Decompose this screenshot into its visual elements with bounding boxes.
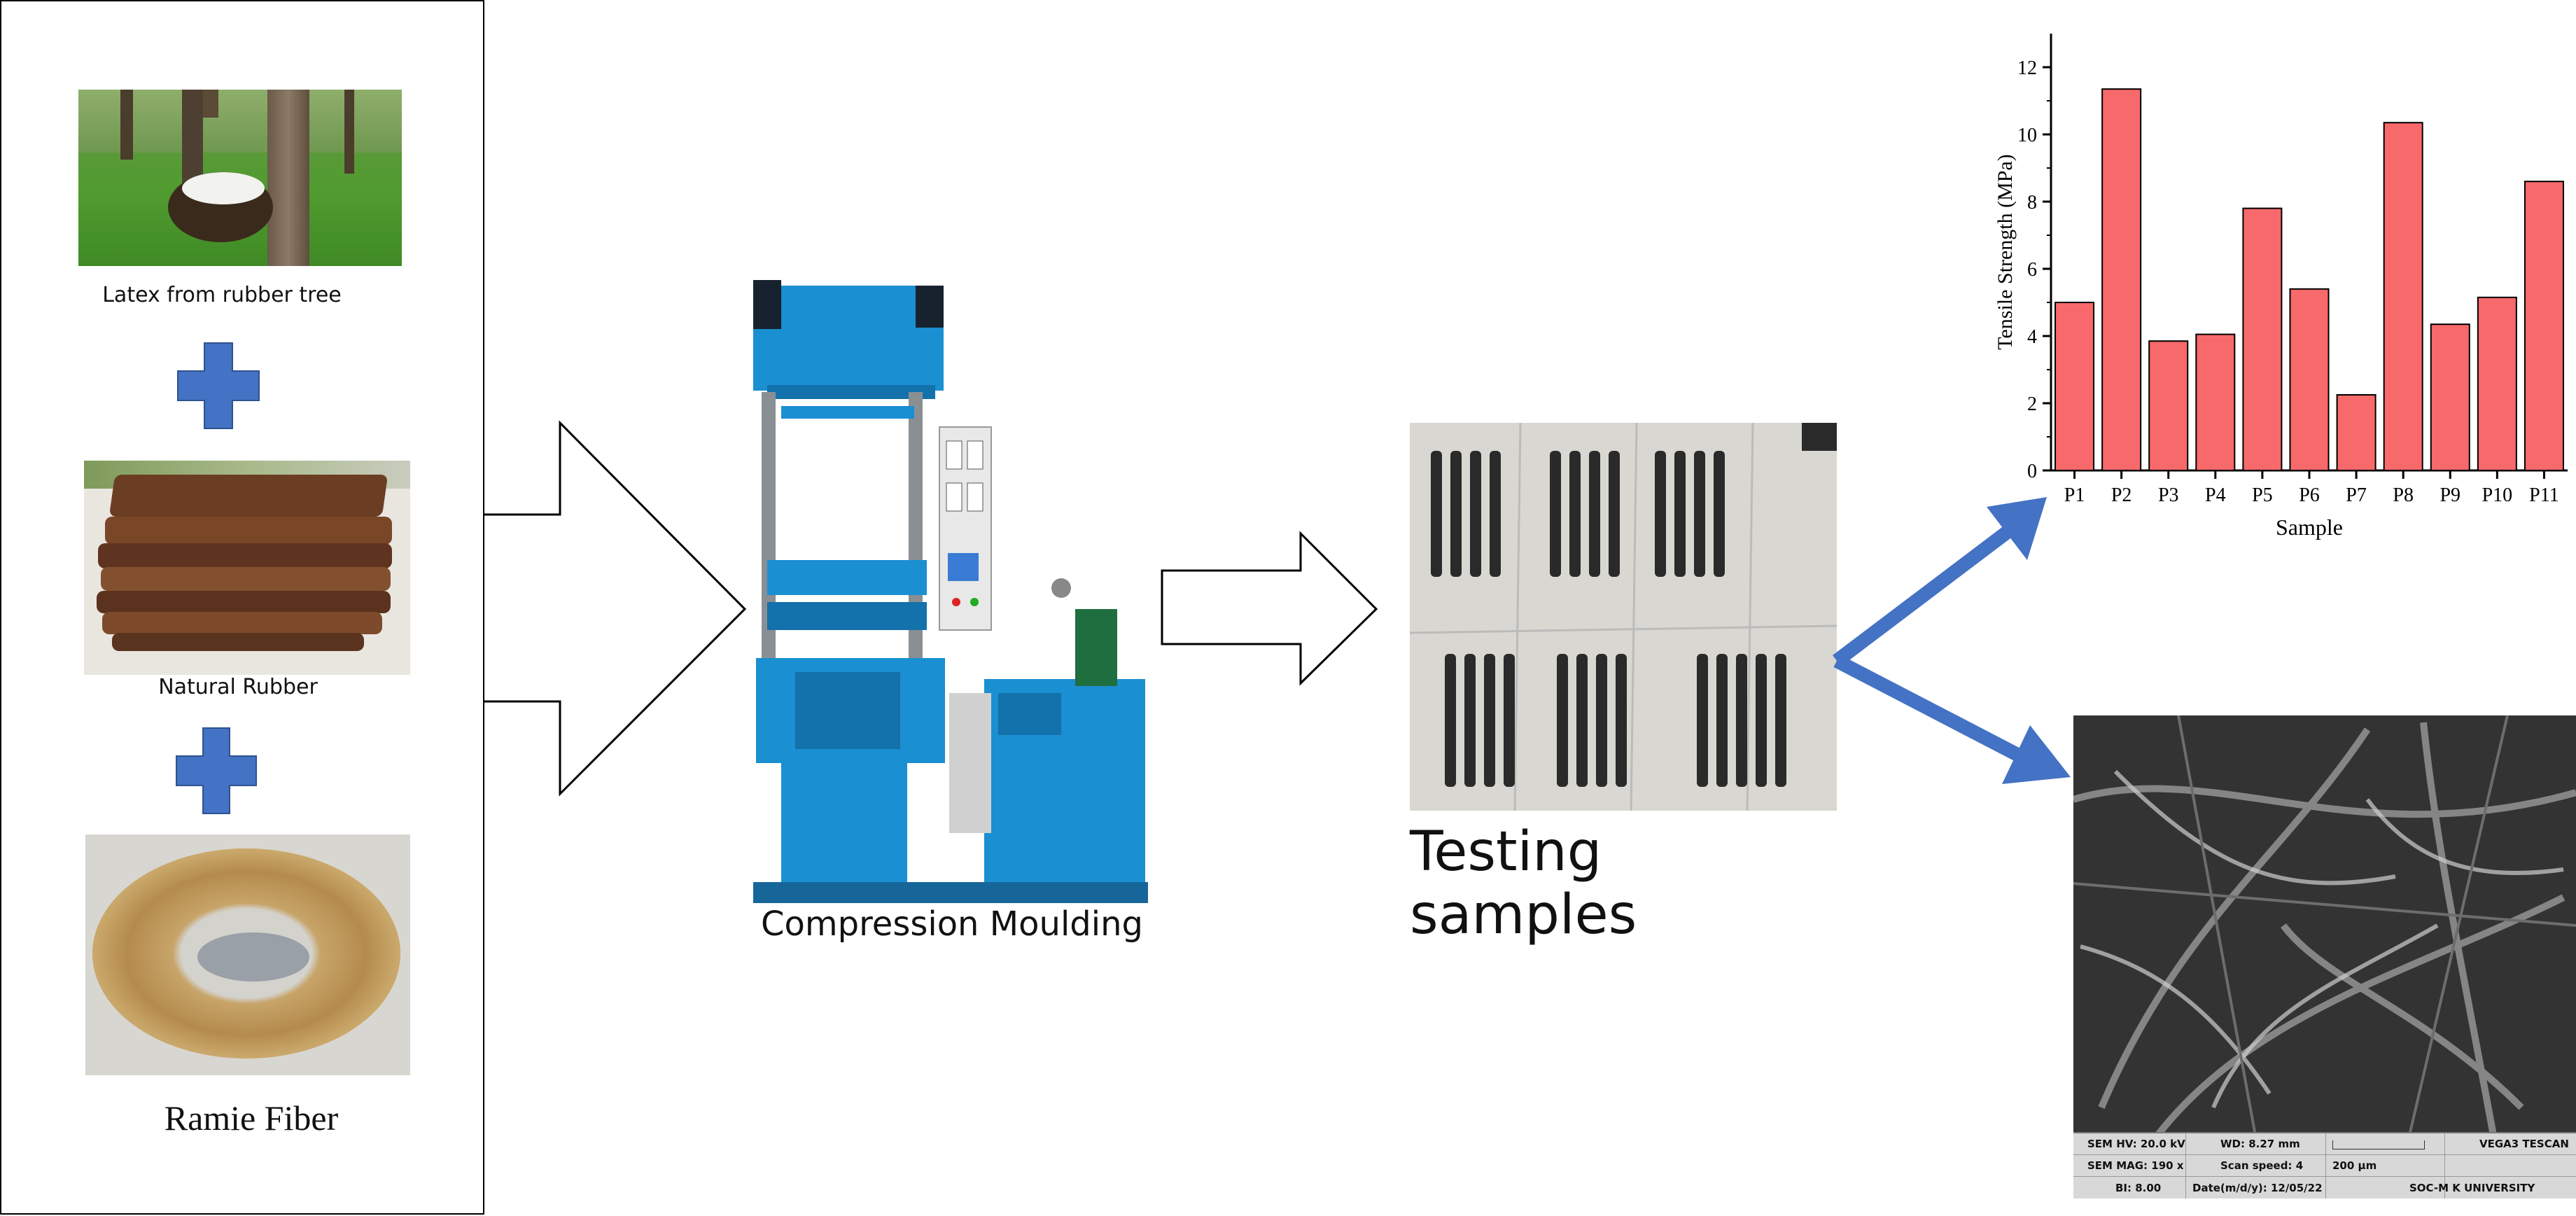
x-tick-label: P3 — [2158, 484, 2179, 506]
inputs-panel — [0, 0, 484, 1215]
x-tick-label: P7 — [2346, 484, 2367, 506]
x-tick-label: P1 — [2064, 484, 2085, 506]
sem-wd: WD: 8.27 mm — [2220, 1138, 2300, 1150]
y-tick-label: 10 — [2017, 125, 2037, 146]
compression-moulding-label: Compression Moulding — [761, 904, 1143, 944]
sem-scan-speed: Scan speed: 4 — [2220, 1159, 2304, 1172]
sem-hv: SEM HV: 20.0 kV — [2087, 1138, 2185, 1150]
y-tick-label: 12 — [2017, 57, 2037, 79]
sem-scale-bar — [2332, 1140, 2425, 1149]
natural-rubber-photo — [84, 461, 410, 675]
x-tick-label: P10 — [2482, 484, 2513, 506]
y-tick-label: 8 — [2027, 192, 2037, 214]
latex-label: Latex from rubber tree — [102, 283, 342, 307]
bar — [2054, 302, 2095, 471]
y-tick-label: 2 — [2027, 393, 2037, 415]
y-tick-label: 4 — [2027, 326, 2037, 348]
bar — [2101, 88, 2142, 471]
x-tick-label: P11 — [2529, 484, 2559, 506]
x-tick-label: P6 — [2299, 484, 2320, 506]
sem-info-bar: SEM HV: 20.0 kV WD: 8.27 mm VEGA3 TESCAN… — [2073, 1132, 2576, 1198]
y-tick-label: 6 — [2027, 259, 2037, 281]
bar — [2336, 394, 2376, 471]
sem-micrograph: SEM HV: 20.0 kV WD: 8.27 mm VEGA3 TESCAN… — [2073, 715, 2576, 1198]
bar — [2524, 181, 2564, 471]
sem-date: Date(m/d/y): 12/05/22 — [2192, 1182, 2323, 1194]
bar — [2148, 340, 2189, 472]
y-tick-label: 0 — [2027, 461, 2037, 482]
x-tick-label: P8 — [2393, 484, 2414, 506]
ramie-fiber-photo — [85, 834, 410, 1075]
x-tick-label: P2 — [2111, 484, 2132, 506]
sem-scale: 200 μm — [2332, 1159, 2377, 1172]
bar — [2289, 288, 2330, 471]
bar — [2242, 207, 2283, 471]
x-axis-label: Sample — [2276, 515, 2343, 540]
bar — [2430, 323, 2470, 472]
x-tick-label: P4 — [2205, 484, 2226, 506]
latex-photo — [78, 90, 402, 266]
testing-samples-label: Testing samples — [1410, 820, 1637, 946]
sem-bi: BI: 8.00 — [2115, 1182, 2162, 1194]
bar — [2195, 333, 2236, 471]
bar — [2383, 122, 2423, 471]
x-tick-label: P9 — [2440, 484, 2460, 506]
sem-brand: VEGA3 TESCAN — [2479, 1138, 2569, 1150]
sem-university: SOC-M K UNIVERSITY — [2409, 1182, 2535, 1194]
sem-mag: SEM MAG: 190 x — [2087, 1159, 2184, 1172]
x-tick-label: P5 — [2252, 484, 2273, 506]
ramie-fiber-label: Ramie Fiber — [164, 1098, 339, 1138]
compression-machine-image — [753, 280, 1154, 910]
natural-rubber-label: Natural Rubber — [158, 675, 318, 699]
y-axis-label: Tensile Strength (MPa) — [1994, 154, 2017, 350]
testing-samples-photo — [1410, 423, 1837, 811]
bar — [2477, 296, 2517, 471]
